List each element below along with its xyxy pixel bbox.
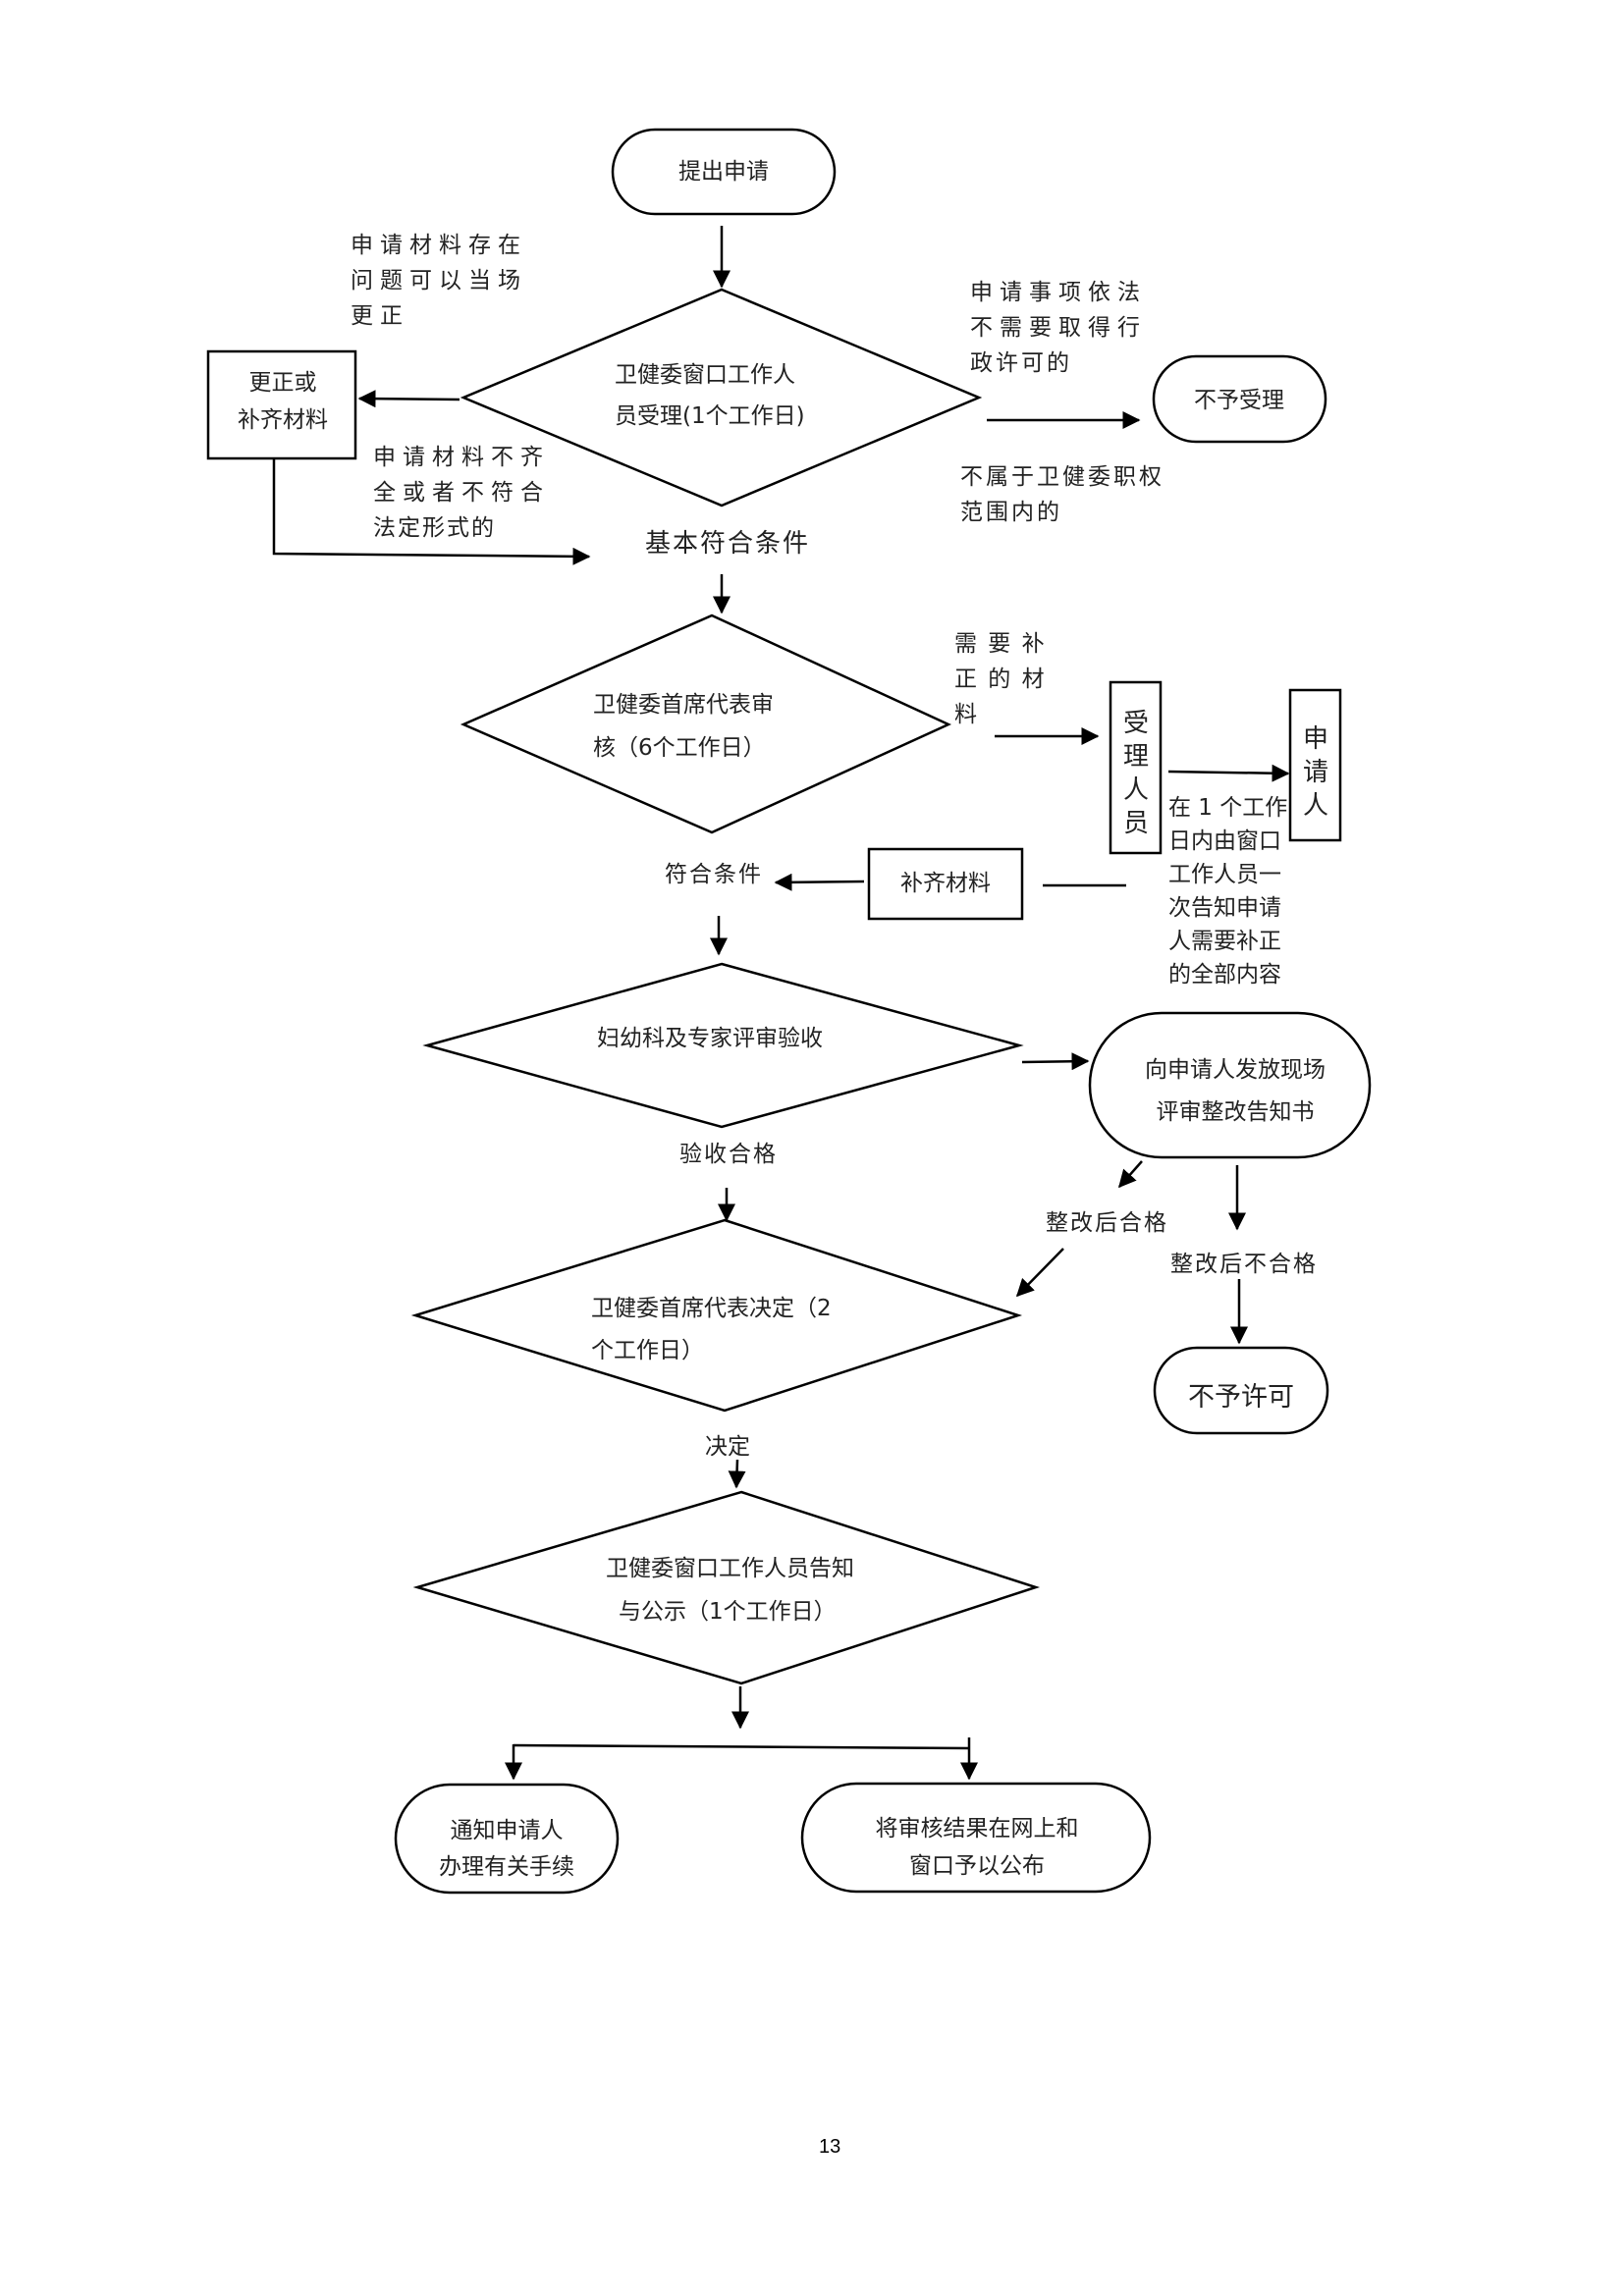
start-terminal — [611, 128, 837, 216]
applicant-box-char2: 请 — [1303, 758, 1329, 787]
arrow-to-correct-box — [357, 390, 460, 408]
split-line — [513, 1743, 971, 1750]
incomplete-line2: 全或者不符合 — [373, 480, 550, 506]
staff-box-char3: 人 — [1123, 775, 1150, 805]
supplement-box — [867, 847, 1024, 921]
notify-within-line1: 在 1 个工作 — [1168, 795, 1288, 821]
passed-label: 验收合格 — [679, 1142, 778, 1167]
arrow-to-rectify-notice — [1021, 1052, 1090, 1071]
rectify-notice-line2: 评审整改告知书 — [1156, 1099, 1315, 1125]
applicant-box — [1288, 688, 1342, 842]
chief-review-line2: 核（6个工作日） — [593, 735, 766, 761]
reject-accept-terminal — [1152, 354, 1327, 444]
decision-label: 决定 — [705, 1434, 750, 1460]
reject-permit-terminal — [1153, 1346, 1329, 1435]
applicant-box-char1: 申 — [1303, 724, 1329, 754]
correct-box — [206, 349, 357, 460]
notify-applicant-line1: 通知申请人 — [450, 1818, 564, 1843]
supplement-box-label: 补齐材料 — [900, 871, 991, 896]
notify-publish-line2: 与公示（1个工作日） — [619, 1599, 837, 1625]
meets-conditions-label: 符合条件 — [665, 862, 763, 887]
staff-box-char2: 理 — [1123, 742, 1150, 772]
start-label: 提出申请 — [678, 159, 769, 185]
accept-review-line2: 员受理(1个工作日) — [615, 403, 805, 429]
onsite-correct-line3: 更正 — [351, 303, 409, 329]
notify-applicant-line2: 办理有关手续 — [439, 1854, 574, 1880]
arrow-ok-to-decision — [1015, 1248, 1064, 1298]
accept-review-diamond — [460, 288, 983, 507]
no-permit-needed-line1: 申请事项依法 — [970, 280, 1147, 305]
arrow-supplement-to-meets — [774, 873, 865, 891]
arrow-staff-to-applicant — [1167, 764, 1290, 782]
notify-within-line3: 工作人员一 — [1168, 862, 1281, 887]
out-of-scope-line2: 范围内的 — [960, 500, 1062, 525]
expert-review-label: 妇幼科及专家评审验收 — [597, 1026, 823, 1051]
rectify-notice-line1: 向申请人发放现场 — [1145, 1057, 1326, 1083]
arrow-decision-to-notify — [728, 1459, 746, 1489]
rectified-fail-label: 整改后不合格 — [1170, 1252, 1318, 1277]
no-permit-needed-line2: 不需要取得行 — [970, 315, 1147, 341]
staff-box-char4: 员 — [1123, 809, 1150, 838]
chief-review-diamond — [460, 614, 951, 834]
notify-publish-line1: 卫健委窗口工作人员告知 — [606, 1556, 854, 1581]
chief-decision-line1: 卫健委首席代表决定（2 — [591, 1296, 832, 1321]
chief-decision-diamond — [410, 1218, 1023, 1413]
correct-box-line1: 更正或 — [248, 370, 317, 396]
onsite-correct-line2: 问题可以当场 — [351, 268, 527, 294]
arrow-rectified-ok — [1118, 1160, 1143, 1189]
expert-review-diamond — [422, 962, 1024, 1129]
basic-ok-label: 基本符合条件 — [645, 529, 811, 559]
reject-accept-label: 不予受理 — [1194, 388, 1284, 413]
incomplete-line3: 法定形式的 — [373, 515, 496, 541]
notify-within-line6: 的全部内容 — [1168, 962, 1281, 988]
applicant-box-char3: 人 — [1303, 791, 1329, 821]
page-number: 13 — [819, 2136, 841, 2158]
notify-within-line5: 人需要补正 — [1168, 929, 1281, 954]
chief-review-line1: 卫健委首席代表审 — [593, 692, 774, 718]
notify-within-line4: 次告知申请 — [1168, 895, 1281, 921]
arrow-correct-to-basic — [272, 458, 591, 565]
correct-box-line2: 补齐材料 — [238, 407, 328, 433]
onsite-correct-line1: 申请材料存在 — [351, 233, 527, 258]
publish-result-line2: 窗口予以公布 — [909, 1853, 1045, 1879]
notify-applicant-terminal — [394, 1783, 620, 1895]
out-of-scope-line1: 不属于卫健委职权 — [960, 464, 1164, 490]
need-supplement-line1: 需 要 补 — [954, 631, 1047, 657]
staff-box — [1109, 680, 1163, 855]
publish-result-line1: 将审核结果在网上和 — [875, 1816, 1079, 1842]
chief-decision-line2: 个工作日） — [591, 1338, 704, 1363]
incomplete-line1: 申请材料不齐 — [373, 445, 550, 470]
rectify-notice-terminal — [1088, 1011, 1372, 1159]
rectified-ok-label: 整改后合格 — [1046, 1210, 1168, 1236]
need-supplement-line2: 正 的 材 — [954, 667, 1047, 692]
need-supplement-line3: 料 — [954, 702, 977, 727]
reject-permit-label: 不予许可 — [1188, 1382, 1294, 1413]
no-permit-needed-line3: 政许可的 — [970, 350, 1072, 376]
accept-review-line1: 卫健委窗口工作人 — [615, 362, 795, 388]
notify-within-line2: 日内由窗口 — [1168, 828, 1281, 854]
staff-box-char1: 受 — [1123, 709, 1150, 738]
publish-result-terminal — [800, 1782, 1152, 1894]
notify-publish-diamond — [412, 1490, 1041, 1685]
